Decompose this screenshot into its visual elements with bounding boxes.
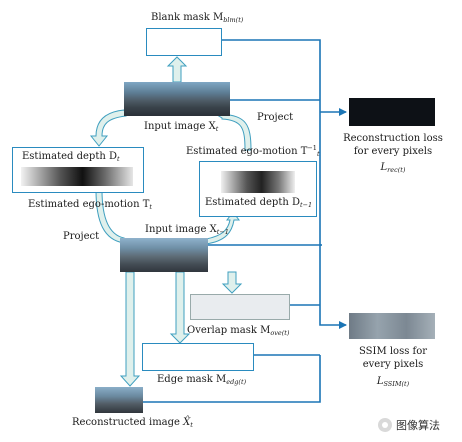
- reconstruction-loss-symbol: Lrec(t): [380, 162, 406, 174]
- fat-arrow-curve-left: [89, 109, 127, 147]
- ssim-loss-image: [349, 313, 435, 339]
- estimated-egomotion-inverse-label: Estimated ego-motion T−1t: [186, 144, 320, 158]
- depth-map-t1: [221, 171, 295, 193]
- estimated-depth-t-label: Estimated depth Dt: [22, 151, 120, 163]
- blank-mask-label: Blank mask Mblm(t): [151, 12, 244, 24]
- blank-mask-image: [146, 28, 222, 56]
- input-image-t-label: Input image Xt: [144, 121, 219, 133]
- input-image-t: [124, 82, 230, 116]
- fat-arrow-down-recon: [119, 271, 141, 387]
- reconstructed-image-label: Reconstructed image X̂t: [72, 417, 193, 429]
- overlap-mask-image: [190, 294, 290, 320]
- fat-arrow-down-overlap: [221, 271, 243, 294]
- loss-connectors: [143, 39, 347, 403]
- edge-mask-label: Edge mask Medg(t): [157, 374, 247, 386]
- overlap-mask-label: Overlap mask Move(t): [187, 325, 290, 337]
- edge-mask-image: [142, 343, 254, 371]
- wechat-icon: [378, 418, 392, 432]
- estimated-depth-t1-label: Estimated depth Dt−1: [205, 197, 313, 209]
- watermark: 图像算法: [378, 417, 440, 433]
- estimated-depth-t-box: [12, 147, 144, 193]
- reconstruction-loss-image: [349, 98, 435, 126]
- project-label-left: Project: [63, 231, 100, 242]
- reconstruction-loss-line2: for every pixels: [353, 146, 433, 157]
- estimated-egomotion-label: Estimated ego-motion Tt: [28, 199, 152, 211]
- reconstructed-image: [95, 387, 143, 413]
- ssim-loss-line1: SSIM loss for: [358, 346, 428, 357]
- ssim-loss-symbol: LSSIM(t): [376, 376, 410, 388]
- watermark-text: 图像算法: [396, 419, 440, 432]
- estimated-depth-t1-box: [199, 161, 317, 217]
- input-image-t1: [120, 238, 208, 272]
- ssim-loss-line2: every pixels: [362, 359, 424, 370]
- reconstruction-loss-line1: Reconstruction loss: [343, 133, 443, 144]
- fat-arrow-down-edge: [169, 271, 191, 344]
- input-image-t1-label: Input image Xt−1: [145, 224, 229, 236]
- fat-arrow-up-blank: [166, 56, 188, 83]
- project-label-top: Project: [257, 112, 294, 123]
- depth-map-t: [21, 167, 133, 186]
